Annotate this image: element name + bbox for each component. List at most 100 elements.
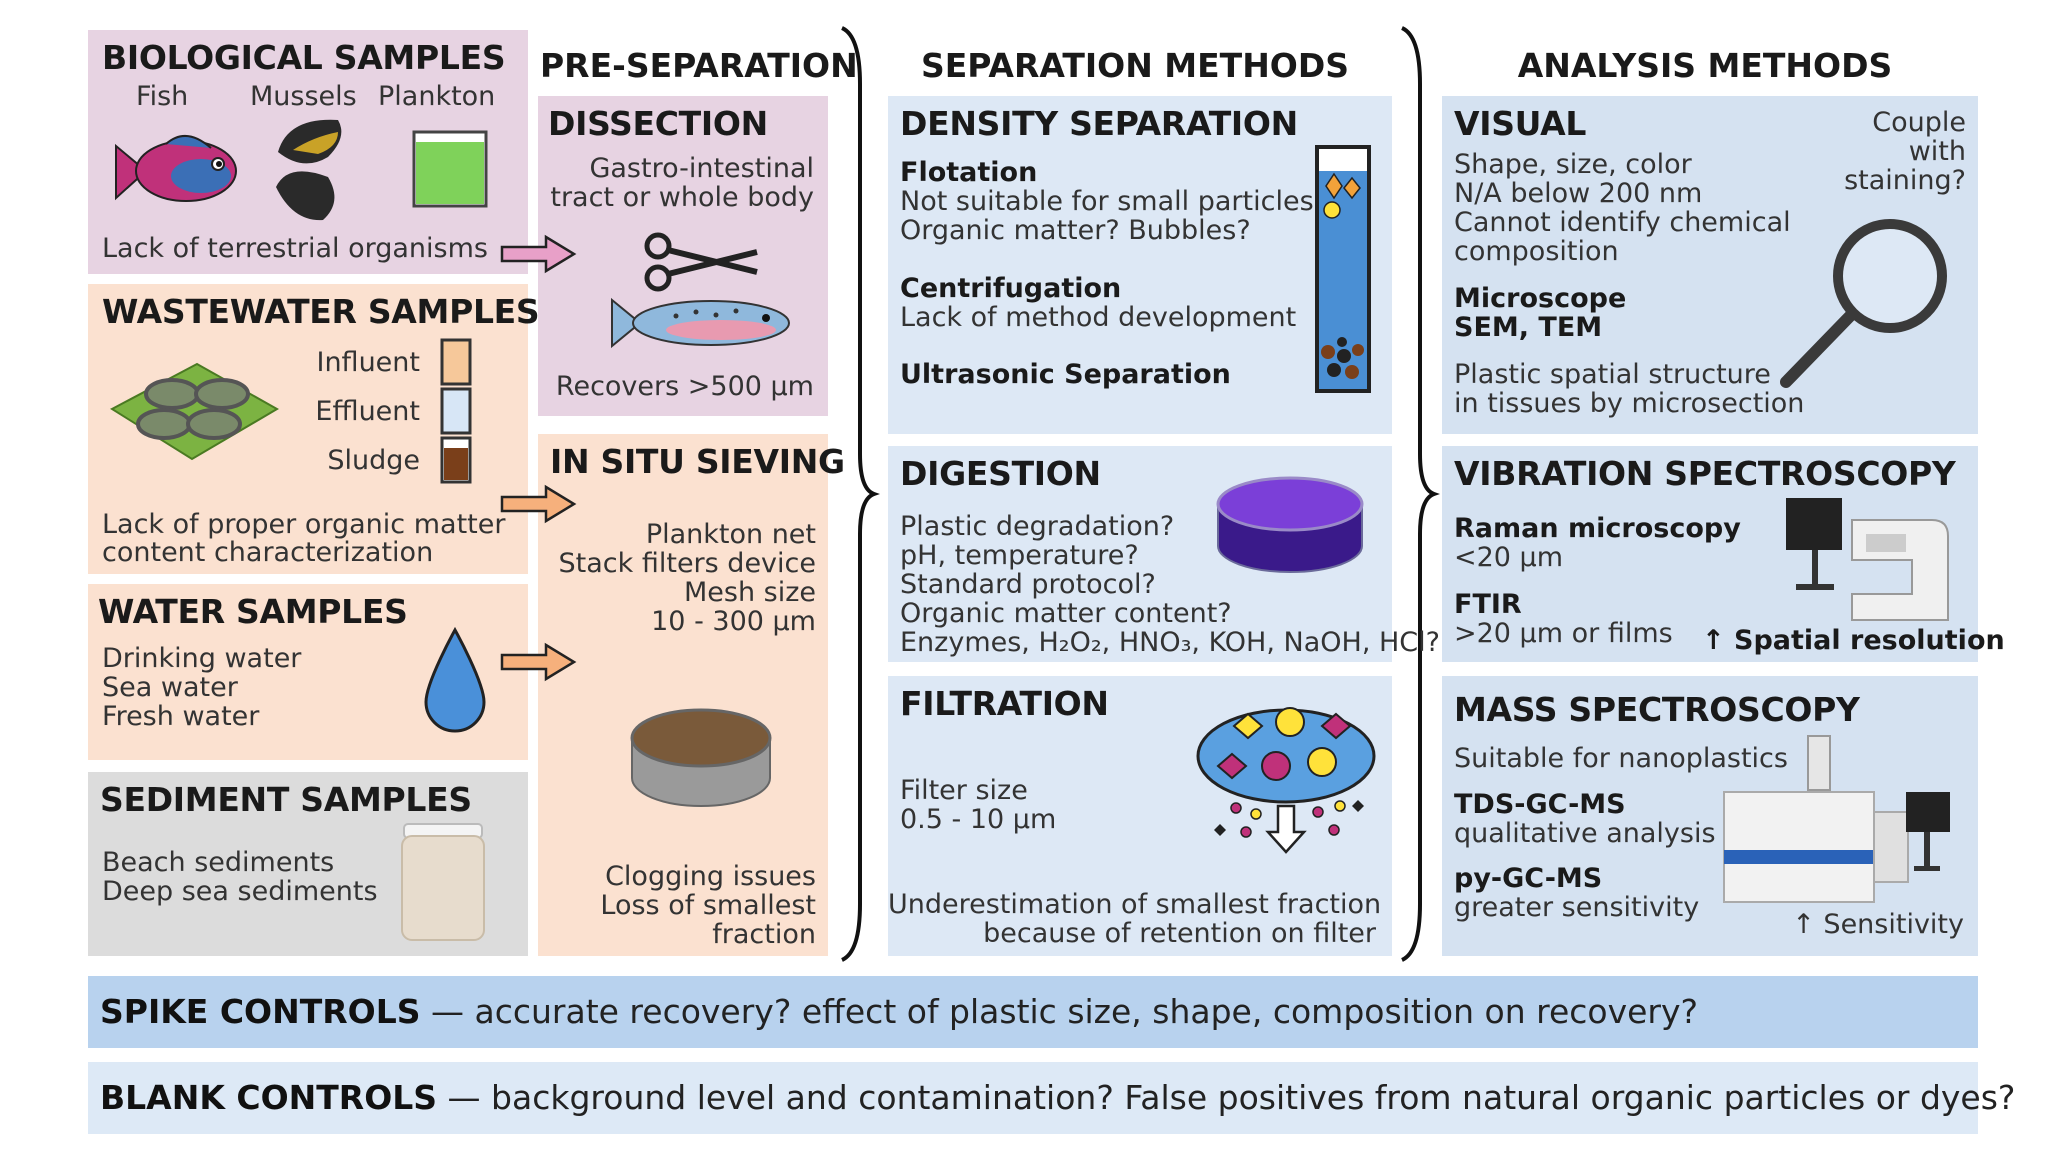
treatment-plant-icon (109, 362, 280, 461)
water-line3: Fresh water (102, 701, 260, 732)
tds-gc-ms-label: TDS-GC-MS (1454, 789, 1626, 820)
brace-right (1401, 26, 1440, 962)
sieving-line3: Mesh size (683, 577, 816, 608)
raman-label: Raman microscopy (1454, 513, 1741, 544)
visual-couple-line2: with (1908, 136, 1966, 167)
arrow-biological-to-dissection (500, 234, 577, 274)
sediment-line2: Deep sea sediments (102, 876, 378, 907)
ftir-label: FTIR (1454, 589, 1522, 620)
ultrasonic-separation-label: Ultrasonic Separation (900, 359, 1231, 390)
mass-spectrometer-icon (1723, 735, 1950, 903)
mass-spectroscopy-title: MASS SPECTROSCOPY (1454, 690, 1860, 729)
trout-icon (611, 297, 790, 349)
header-analysis-methods: ANALYSIS METHODS (1517, 46, 1893, 85)
sieving-line4: 10 - 300 µm (651, 606, 816, 637)
filtration-note2: because of retention on filter (983, 918, 1376, 949)
spike-controls-text: SPIKE CONTROLS — accurate recovery? effe… (100, 992, 1698, 1031)
density-separation-panel: DENSITY SEPARATION Flotation Not suitabl… (888, 96, 1392, 434)
filtration-title: FILTRATION (900, 684, 1109, 723)
digestion-line5: Enzymes, H₂O₂, HNO₃, KOH, NaOH, HCl? (900, 627, 1440, 658)
flotation-label: Flotation (900, 157, 1038, 188)
spike-controls-label: SPIKE CONTROLS (100, 992, 421, 1031)
visual-couple-line1: Couple (1872, 107, 1966, 138)
scissors-icon (644, 232, 758, 292)
filtration-line2: 0.5 - 10 µm (900, 804, 1057, 835)
fish-label: Fish (136, 81, 189, 112)
digestion-line3: Standard protocol? (900, 569, 1156, 600)
sensitivity-label: ↑ Sensitivity (1792, 909, 1964, 940)
spike-controls-bar: SPIKE CONTROLS — accurate recovery? effe… (88, 976, 1978, 1048)
sediment-samples-title: SEDIMENT SAMPLES (100, 780, 472, 819)
blank-controls-bar: BLANK CONTROLS — background level and co… (88, 1062, 2015, 1134)
brace-left (841, 26, 880, 962)
arrow-wastewater-to-sieving (500, 484, 577, 524)
centrifugation-line1: Lack of method development (900, 302, 1297, 333)
dissection-title: DISSECTION (548, 104, 768, 143)
visual-panel: VISUAL Couple with staining? Shape, size… (1442, 96, 1978, 434)
blank-controls-label: BLANK CONTROLS (100, 1078, 438, 1117)
water-drop-icon (424, 626, 486, 733)
magnifying-glass-icon (1780, 219, 1947, 388)
water-line2: Sea water (102, 672, 238, 703)
raman-range: <20 µm (1454, 542, 1564, 573)
sludge-vial-icon (440, 436, 472, 484)
effluent-vial-icon (440, 387, 472, 435)
wastewater-note-line2: content characterization (102, 537, 434, 568)
biological-note: Lack of terrestrial organisms (102, 233, 488, 264)
digestion-panel: DIGESTION Plastic degradation? pH, tempe… (888, 446, 1440, 662)
water-line1: Drinking water (102, 643, 302, 674)
arrow-water-to-sieving (500, 642, 577, 682)
density-separation-title: DENSITY SEPARATION (900, 104, 1298, 143)
biological-samples-panel: BIOLOGICAL SAMPLES Fish Mussels Plankton… (88, 30, 528, 274)
filtration-line1: Filter size (900, 775, 1028, 806)
visual-spatial-line1: Plastic spatial structure (1454, 359, 1771, 390)
filter-icon (1196, 707, 1376, 854)
digestion-title: DIGESTION (900, 454, 1101, 493)
microscope-label: Microscope (1454, 283, 1627, 314)
plankton-label: Plankton (378, 81, 496, 112)
flotation-line2: Organic matter? Bubbles? (900, 215, 1251, 246)
effluent-label: Effluent (315, 396, 420, 427)
visual-spatial-line2: in tissues by microsection (1454, 388, 1805, 419)
digestion-line2: pH, temperature? (900, 540, 1139, 571)
py-gc-ms-desc: greater sensitivity (1454, 892, 1700, 923)
mass-spectroscopy-panel: MASS SPECTROSCOPY Suitable for nanoplast… (1442, 676, 1978, 956)
visual-line1: Shape, size, color (1454, 149, 1692, 180)
sieving-note2: Loss of smallest (600, 890, 816, 921)
fish-icon (115, 135, 237, 202)
visual-title: VISUAL (1454, 104, 1587, 143)
sieving-line1: Plankton net (645, 519, 816, 550)
sieve-icon (630, 708, 772, 807)
sieving-line2: Stack filters device (558, 548, 816, 579)
wastewater-samples-panel: WASTEWATER SAMPLES Influent Effluent Slu… (88, 284, 540, 574)
sediment-line1: Beach sediments (102, 847, 335, 878)
sieving-note1: Clogging issues (605, 861, 816, 892)
visual-line2: N/A below 200 nm (1454, 178, 1703, 209)
visual-line4: composition (1454, 236, 1619, 267)
dissection-panel: DISSECTION Gastro-intestinal tract or wh… (538, 96, 828, 416)
header-separation-methods: SEPARATION METHODS (920, 46, 1350, 85)
mussels-label: Mussels (250, 81, 357, 112)
sem-tem-label: SEM, TEM (1454, 312, 1603, 343)
ftir-range: >20 µm or films (1454, 618, 1673, 649)
mussels-icon (276, 119, 342, 221)
influent-label: Influent (316, 347, 420, 378)
plankton-jar-icon (412, 130, 488, 208)
water-samples-panel: WATER SAMPLES Drinking water Sea water F… (88, 584, 528, 760)
visual-couple-line3: staining? (1844, 165, 1966, 196)
raman-microscope-icon (1786, 498, 1949, 621)
tds-gc-ms-desc: qualitative analysis (1454, 818, 1716, 849)
density-column-icon (1315, 145, 1371, 393)
digestion-line4: Organic matter content? (900, 598, 1232, 629)
sediment-samples-panel: SEDIMENT SAMPLES Beach sediments Deep se… (88, 772, 528, 956)
blank-controls-desc: — background level and contamination? Fa… (437, 1078, 2016, 1117)
water-samples-title: WATER SAMPLES (98, 592, 408, 631)
vibration-spectroscopy-panel: VIBRATION SPECTROSCOPY Raman microscopy … (1442, 446, 2005, 662)
sieving-note3: fraction (712, 919, 816, 950)
influent-vial-icon (440, 338, 472, 386)
wastewater-samples-title: WASTEWATER SAMPLES (102, 292, 540, 331)
py-gc-ms-label: py-GC-MS (1454, 863, 1603, 894)
header-pre-separation: PRE-SEPARATION (540, 46, 858, 85)
in-situ-sieving-panel: IN SITU SIEVING Plankton net Stack filte… (538, 434, 845, 956)
spike-controls-desc: — accurate recovery? effect of plastic s… (420, 992, 1699, 1031)
